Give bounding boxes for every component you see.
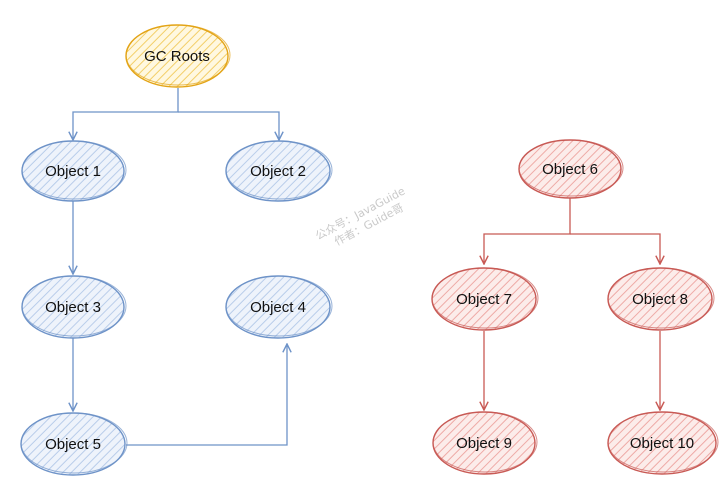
watermark: 公众号：JavaGuide 作者：Guide哥	[313, 184, 407, 248]
nodes-group: GC Roots Object 1 Object 2 Object 3 Obje…	[20, 24, 719, 476]
node-object-10-label: Object 10	[630, 435, 694, 452]
edges-group	[73, 88, 660, 446]
node-gc-roots-label: GC Roots	[144, 48, 210, 65]
node-object-6-label: Object 6	[542, 161, 598, 178]
node-object-7: Object 7	[431, 267, 539, 331]
node-object-4: Object 4	[225, 275, 333, 339]
edge-gc-roots-to-object-1	[73, 88, 179, 140]
edge-object-5-to-object-4	[126, 344, 287, 446]
node-object-5-label: Object 5	[45, 436, 101, 453]
node-object-9-label: Object 9	[456, 435, 512, 452]
node-object-1-label: Object 1	[45, 163, 101, 180]
node-object-1: Object 1	[21, 140, 127, 202]
node-object-4-label: Object 4	[250, 299, 306, 316]
node-object-5: Object 5	[20, 412, 128, 476]
node-gc-roots: GC Roots	[125, 24, 231, 88]
node-object-2: Object 2	[225, 140, 333, 202]
node-object-3: Object 3	[21, 275, 127, 339]
node-object-9: Object 9	[432, 411, 538, 475]
node-object-8: Object 8	[607, 267, 715, 331]
node-object-8-label: Object 8	[632, 291, 688, 308]
edge-object-6-to-object-7	[484, 198, 571, 264]
edge-object-6-to-object-8	[570, 233, 660, 264]
node-object-2-label: Object 2	[250, 163, 306, 180]
node-object-6: Object 6	[518, 139, 624, 199]
node-object-10: Object 10	[607, 411, 719, 475]
edge-gc-roots-to-object-2	[178, 111, 279, 140]
node-object-3-label: Object 3	[45, 299, 101, 316]
node-object-7-label: Object 7	[456, 291, 512, 308]
